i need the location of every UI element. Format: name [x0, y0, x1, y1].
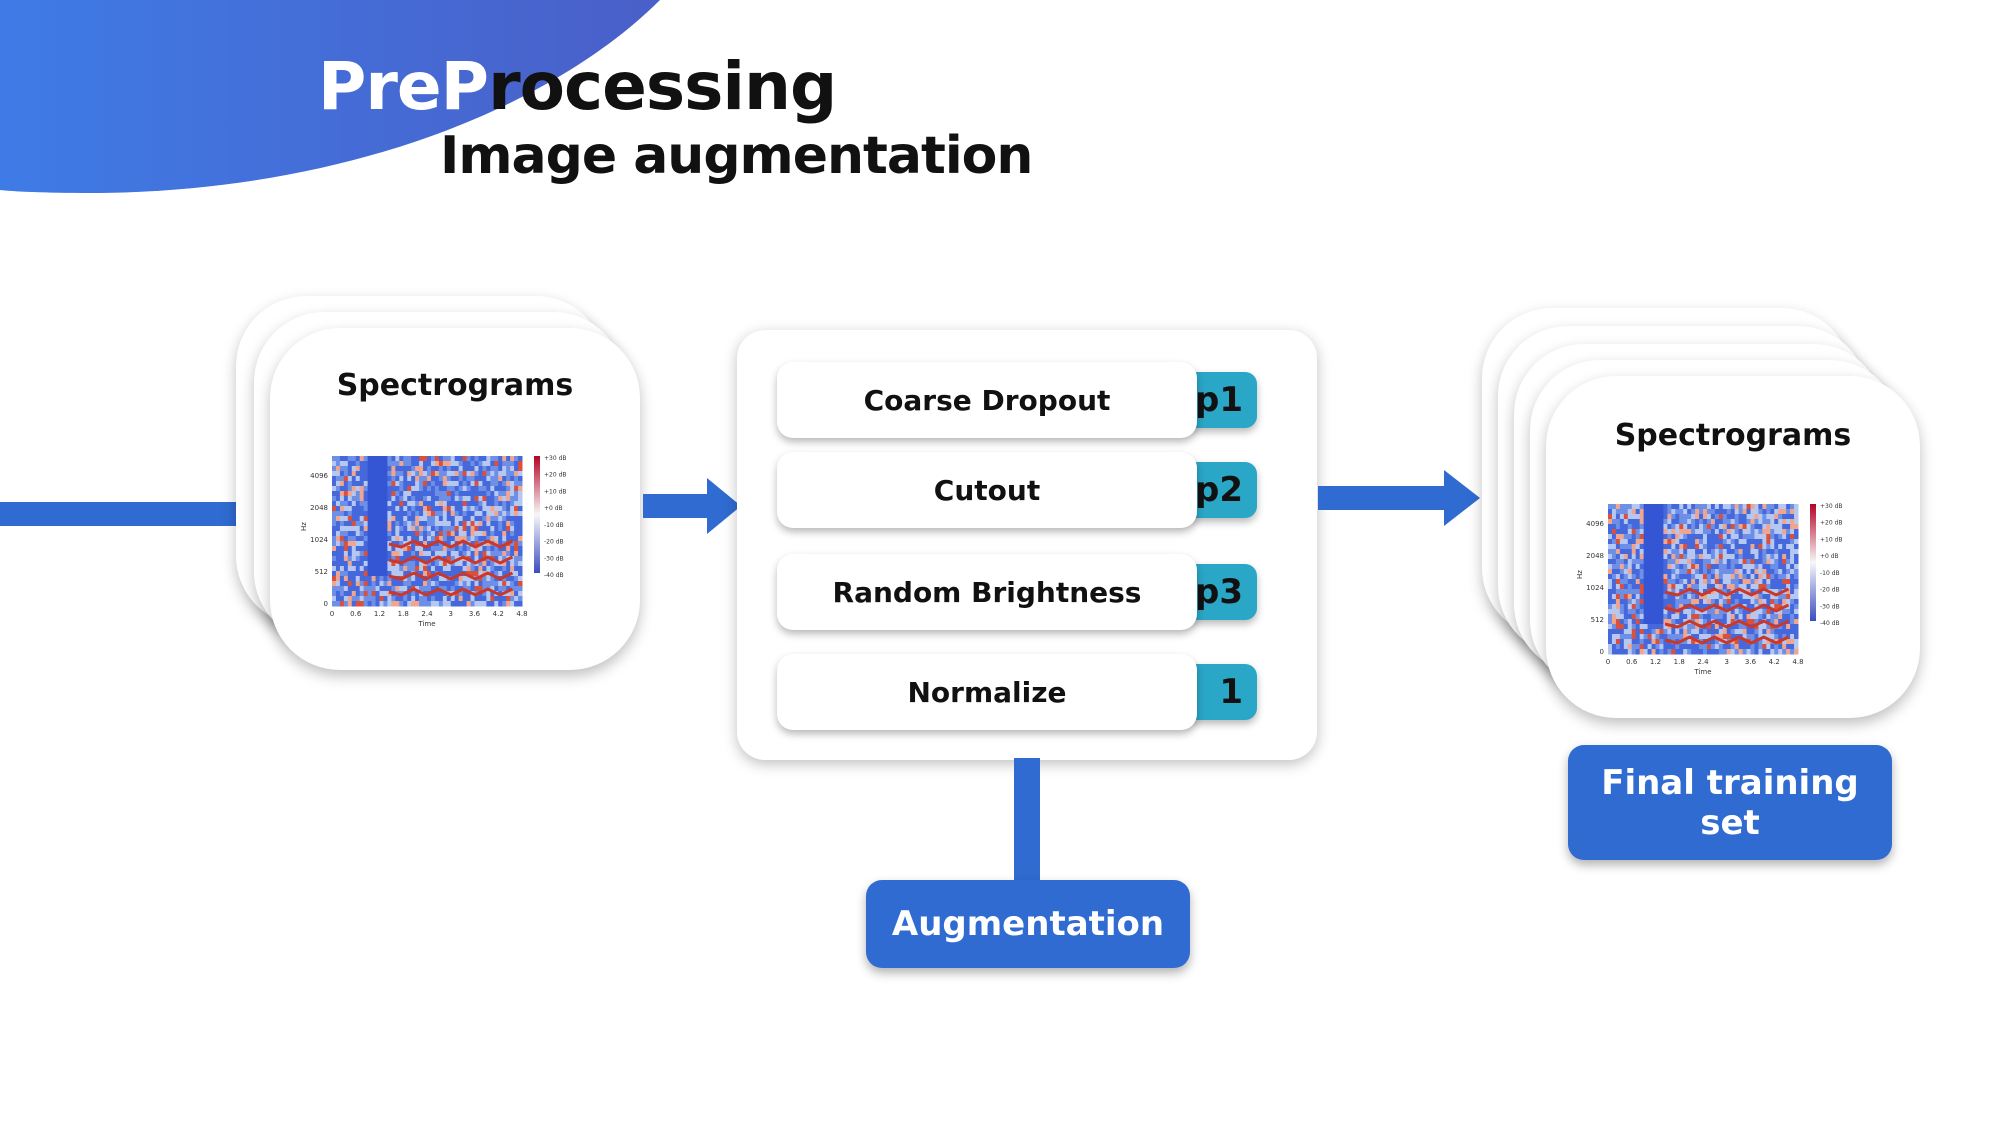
augmentation-connector	[1014, 758, 1040, 884]
spectrogram-image: 4096 2048 1024 512 0 Hz 0 0.6 1.2 1.8 2.4 3 3.6 4.2 4.…	[1574, 498, 1884, 678]
page-subtitle: Image augmentation	[440, 126, 1033, 186]
colorbar-tick: +20 dB	[544, 472, 567, 479]
spectrogram-x-tick: 2.4	[1697, 658, 1709, 666]
spectrogram-y-tick: 4096	[1586, 520, 1604, 528]
spectrogram-image: 4096 2048 1024 512 0 Hz 0 0.6 1.2 1.8 2.4 3 3.6 4.2 4.…	[298, 450, 608, 630]
spectrogram-x-tick: 0	[1606, 658, 1610, 666]
spectrogram-x-tick: 3.6	[1745, 658, 1757, 666]
spectrogram-x-tick: 0.6	[1626, 658, 1638, 666]
spectrogram-x-tick: 2.4	[421, 610, 433, 618]
spectrogram-x-label: Time	[417, 620, 435, 628]
colorbar-tick: -20 dB	[544, 539, 564, 546]
spectrogram-y-tick: 2048	[310, 504, 328, 512]
title-part-2: rocessing	[488, 48, 837, 125]
header-blob	[0, 0, 660, 193]
augmentation-label: Augmentation	[866, 880, 1190, 968]
colorbar-tick: -30 dB	[544, 555, 564, 562]
colorbar-tick: -20 dB	[1820, 587, 1840, 594]
spectrogram-y-tick: 4096	[310, 472, 328, 480]
input-spectrogram-card: Spectrograms 4096 2048 1024 512 0 Hz 0 0.6 1.2 1.…	[270, 328, 640, 670]
spectrogram-x-tick: 0	[330, 610, 334, 618]
page-title: PreProcessing	[318, 48, 837, 125]
spectrogram-x-tick: 1.2	[374, 610, 385, 618]
spectrogram-y-tick: 2048	[1586, 552, 1604, 560]
spectrogram-plot: 4096 2048 1024 512 0 Hz 0 0.6 1.2 1.8 2.4 3 3.6 4.2 4.…	[300, 455, 567, 628]
colorbar-tick: +10 dB	[544, 488, 567, 495]
colorbar-tick: +30 dB	[544, 455, 567, 462]
spectrogram-y-label: Hz	[300, 522, 308, 531]
spectrogram-x-tick: 3	[449, 610, 453, 618]
spectrogram-y-tick: 0	[324, 600, 328, 608]
spectrogram-x-tick: 0.6	[350, 610, 362, 618]
spectrogram-y-tick: 1024	[1586, 584, 1604, 592]
output-card-label: Spectrograms	[1614, 418, 1852, 453]
colorbar-tick: +0 dB	[544, 505, 563, 512]
aug-row-cutout: Cutout p2	[777, 452, 1277, 528]
colorbar-tick: +30 dB	[1820, 503, 1843, 510]
final-training-set-label: Final training set	[1568, 745, 1892, 860]
spectrogram-x-tick: 1.8	[1674, 658, 1685, 666]
augmentation-panel: Coarse Dropout p1 Cutout p2 Random Brigh…	[737, 330, 1317, 760]
colorbar-tick: +0 dB	[1820, 553, 1839, 560]
spectrogram-x-tick: 1.8	[398, 610, 409, 618]
input-arrow	[0, 484, 268, 544]
aug-row-coarse-dropout: Coarse Dropout p1	[777, 362, 1277, 438]
aug-row-random-brightness: Random Brightness p3	[777, 554, 1277, 630]
aug-name: Coarse Dropout	[777, 362, 1197, 438]
input-card-label: Spectrograms	[336, 368, 574, 403]
colorbar-tick: +20 dB	[1820, 520, 1843, 527]
aug-name: Cutout	[777, 452, 1197, 528]
arrow-to-augmentation	[643, 478, 741, 534]
spectrogram-plot: 4096 2048 1024 512 0 Hz 0 0.6 1.2 1.8 2.4 3 3.6 4.2 4.…	[1576, 503, 1843, 676]
aug-name: Normalize	[777, 654, 1197, 730]
aug-row-normalize: Normalize 1	[777, 654, 1277, 730]
colorbar-tick: -10 dB	[544, 522, 564, 529]
spectrogram-y-label: Hz	[1576, 570, 1584, 579]
output-spectrogram-card: Spectrograms 4096 2048 1024 512 0 Hz 0 0.6 1.2 1.…	[1546, 376, 1920, 718]
spectrogram-x-tick: 4.8	[1792, 658, 1803, 666]
colorbar-tick: +10 dB	[1820, 536, 1843, 543]
colorbar-tick: -30 dB	[1820, 603, 1840, 610]
spectrogram-x-tick: 3	[1725, 658, 1729, 666]
spectrogram-x-tick: 1.2	[1650, 658, 1661, 666]
arrow-to-output	[1318, 470, 1480, 526]
colorbar-tick: -10 dB	[1820, 570, 1840, 577]
colorbar-tick: -40 dB	[1820, 620, 1840, 627]
spectrogram-x-tick: 4.2	[493, 610, 504, 618]
colorbar-tick: -40 dB	[544, 572, 564, 579]
spectrogram-x-tick: 4.8	[516, 610, 527, 618]
spectrogram-y-tick: 0	[1600, 648, 1604, 656]
spectrogram-x-tick: 3.6	[469, 610, 481, 618]
aug-name: Random Brightness	[777, 554, 1197, 630]
spectrogram-y-tick: 512	[315, 568, 328, 576]
spectrogram-y-tick: 1024	[310, 536, 328, 544]
spectrogram-y-tick: 512	[1591, 616, 1604, 624]
spectrogram-x-tick: 4.2	[1769, 658, 1780, 666]
spectrogram-x-label: Time	[1693, 668, 1711, 676]
title-part-1: PreP	[318, 48, 489, 125]
